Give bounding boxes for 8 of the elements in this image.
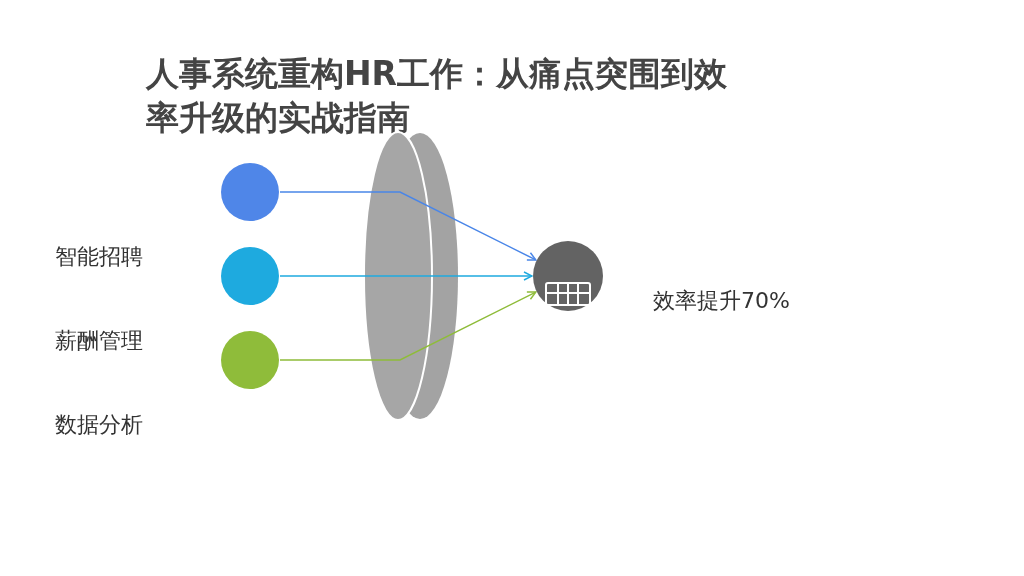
arrow bbox=[279, 191, 537, 261]
arrow bbox=[279, 271, 533, 281]
arrow bbox=[279, 291, 537, 361]
node-label: 效率提升70% bbox=[653, 287, 790, 315]
title: 人事系统重构HR工作：从痛点突围到效率升级的实战指南 bbox=[146, 53, 729, 139]
node-label: 数据分析 bbox=[55, 411, 143, 439]
node-label: 智能招聘 bbox=[55, 243, 143, 271]
node-label: 薪酬管理 bbox=[55, 327, 143, 355]
